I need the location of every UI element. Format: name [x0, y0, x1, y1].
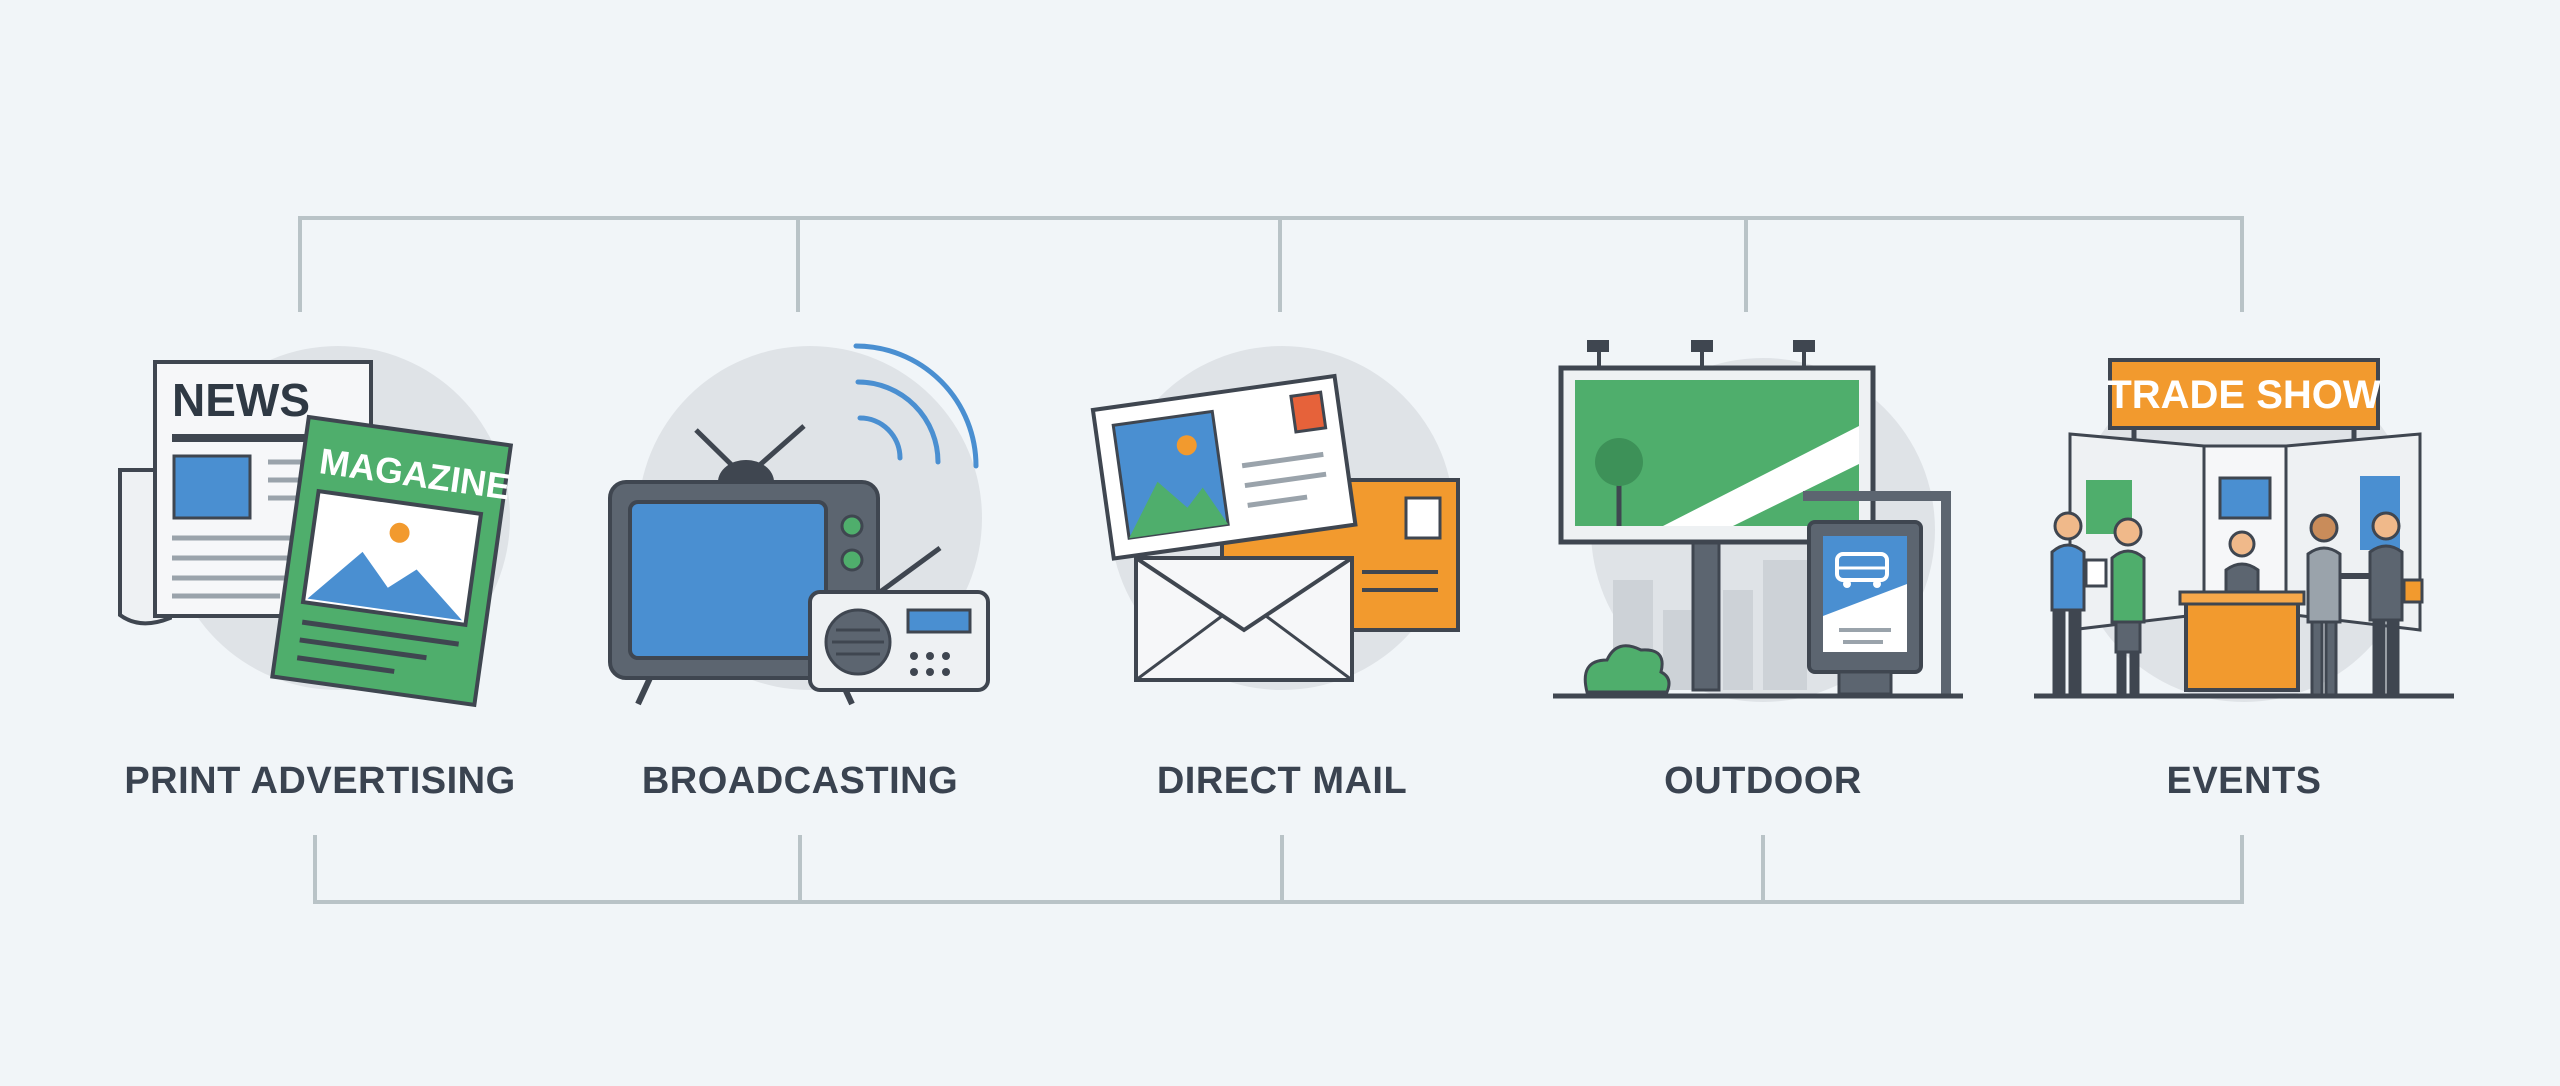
channel-broadcasting: BROADCASTING — [580, 330, 1020, 830]
outdoor-illustration — [1553, 340, 1963, 702]
bus-shelter-ad-icon — [1803, 491, 1951, 696]
channel-label-events: EVENTS — [2166, 760, 2322, 802]
magazine-icon: MAGAZINE — [270, 414, 514, 708]
channel-label-broadcasting: BROADCASTING — [641, 760, 959, 802]
shrub — [1583, 644, 1671, 694]
bottom-connector — [313, 835, 2244, 904]
trade-show-banner: TRADE SHOW — [2107, 373, 2381, 417]
top-connector — [298, 216, 2244, 312]
newspaper-heading: NEWS — [172, 374, 310, 426]
broadcasting-illustration — [608, 343, 990, 706]
envelope-icon — [1134, 556, 1354, 682]
signal-waves-icon — [853, 343, 979, 469]
billboard-icon — [1558, 340, 1876, 692]
direct-mail-illustration — [1090, 346, 1460, 690]
channel-label-direct-mail: DIRECT MAIL — [1156, 760, 1408, 802]
print-advertising-illustration: NEWS MAGAZINE — [118, 346, 514, 708]
people-icon — [2050, 511, 2424, 698]
radio-icon — [808, 545, 990, 692]
bus-icon — [1835, 552, 1889, 588]
postcard-icon — [1090, 373, 1358, 561]
channel-label-print-advertising: PRINT ADVERTISING — [124, 760, 516, 802]
channel-events: TRADE SHOW — [2024, 330, 2464, 830]
events-illustration: TRADE SHOW — [2034, 358, 2454, 702]
channel-outdoor: OUTDOOR — [1543, 330, 1983, 830]
channel-direct-mail: DIRECT MAIL — [1062, 330, 1502, 830]
channel-label-outdoor: OUTDOOR — [1664, 760, 1862, 802]
channel-print-advertising: NEWS MAGAZINE — [100, 330, 540, 830]
